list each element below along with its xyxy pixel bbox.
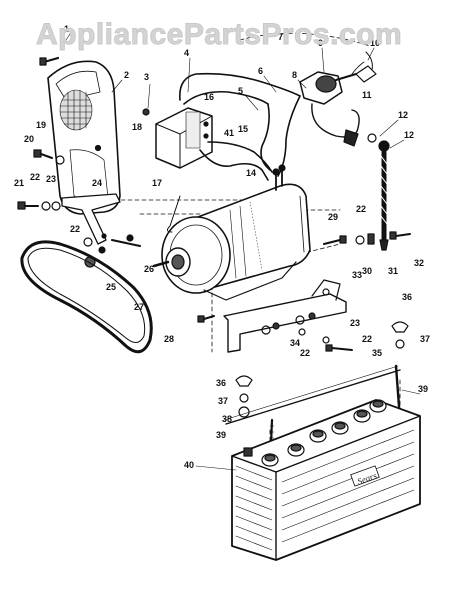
callout-19: 19 [36,120,46,130]
mounting-plate[interactable] [223,279,347,353]
callout-22b: 22 [70,224,80,234]
callout-18: 18 [132,122,142,132]
callout-39b: 39 [216,430,226,440]
drive-belt[interactable] [20,240,153,354]
starter-generator[interactable] [152,164,311,301]
battery-ribs [235,429,415,551]
callout-2: 2 [124,70,129,80]
callout-10: 10 [370,38,380,48]
battery[interactable]: Sears [231,399,421,561]
callout-7: 7 [278,32,283,42]
watermark: AppliancePartsPros.com [35,18,403,52]
bolt-1[interactable] [39,56,60,66]
callout-20: 20 [24,134,34,144]
callout-16: 16 [204,92,214,102]
hardware-center[interactable] [197,231,411,352]
callout-37a: 37 [420,334,430,344]
generator-pulley[interactable] [152,247,191,277]
callout-31: 31 [388,266,398,276]
callout-6: 6 [258,66,263,76]
callout-23a: 23 [46,174,56,184]
callout-39a: 39 [418,384,428,394]
callout-1: 1 [64,24,69,34]
callout-36b: 36 [216,378,226,388]
battery-cell-caps [243,399,387,467]
callout-27: 27 [134,302,144,312]
callout-21: 21 [14,178,24,188]
voltage-regulator[interactable] [155,107,213,169]
callout-29: 29 [328,212,338,222]
callout-23b: 23 [350,318,360,328]
callout-9: 9 [318,38,323,48]
callout-22d: 22 [362,334,372,344]
callout-24: 24 [92,178,102,188]
ground-cable[interactable] [367,133,390,251]
callout-15: 15 [238,124,248,134]
callout-5: 5 [238,86,243,96]
callout-38: 38 [222,414,232,424]
callout-labels: 1 2 3 4 5 6 7 8 9 10 11 12 12 14 15 16 1… [14,24,430,470]
adjusting-bracket[interactable] [61,193,121,245]
callout-22e: 22 [300,348,310,358]
callout-leaders [65,33,421,471]
callout-14: 14 [246,168,256,178]
callout-8: 8 [292,70,297,80]
callout-36a: 36 [402,292,412,302]
callout-12a: 12 [398,110,408,120]
belt-guard[interactable] [47,60,121,215]
callout-3: 3 [144,72,149,82]
callout-28: 28 [164,334,174,344]
cable-11[interactable] [311,103,360,147]
callout-37b: 37 [218,396,228,406]
callout-17: 17 [152,178,162,188]
callout-25: 25 [106,282,116,292]
callout-30: 30 [362,266,372,276]
callout-35: 35 [372,348,382,358]
ignition-switch[interactable] [299,51,377,105]
hardware-left[interactable] [17,108,150,268]
callout-22c: 22 [356,204,366,214]
callout-41: 41 [224,128,234,138]
callout-34: 34 [290,338,300,348]
callout-40: 40 [184,460,194,470]
callout-32: 32 [414,258,424,268]
guard-vent-grille [59,89,93,131]
callout-33: 33 [352,270,362,280]
callout-11: 11 [362,90,372,100]
callout-4: 4 [184,48,189,58]
callout-26: 26 [144,264,154,274]
callout-22a: 22 [30,172,40,182]
callout-12b: 12 [404,130,414,140]
